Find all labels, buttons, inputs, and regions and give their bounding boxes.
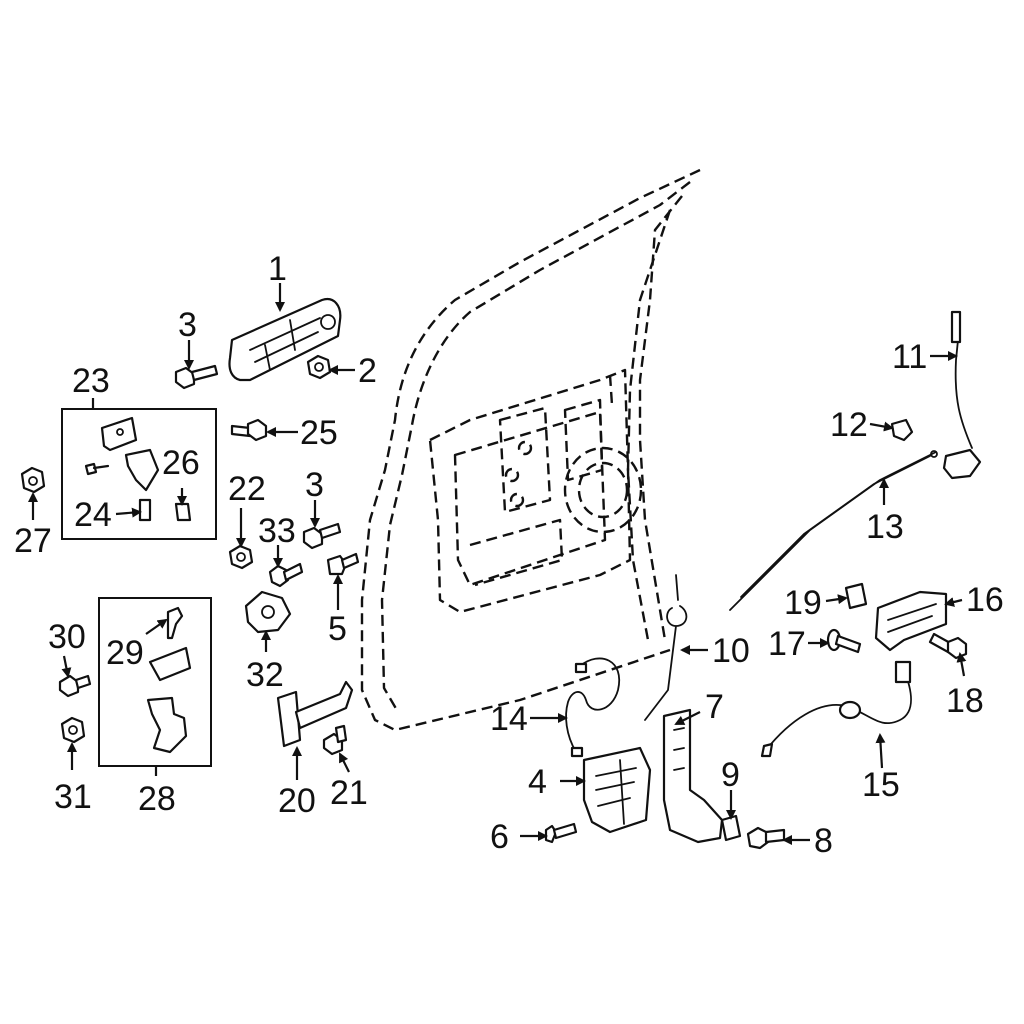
callout-17: 17 [768,625,806,663]
nut-part [60,716,86,744]
callout-3: 3 [178,306,197,344]
callout-4: 4 [528,763,547,801]
callout-13: 13 [866,508,904,546]
callout-10: 10 [712,632,750,670]
callout-8: 8 [814,822,833,860]
callout-3: 3 [305,466,324,504]
callout-23: 23 [72,362,110,400]
rod-part [729,450,938,611]
bolt-part [322,724,348,756]
callout-20: 20 [278,782,316,820]
latch-part [582,746,652,834]
clip-part [720,814,742,842]
callout-labels: 1 2 3 3 4 5 6 7 8 9 10 11 12 13 14 15 16… [14,250,1004,860]
bolt-part [230,418,268,442]
callout-16: 16 [966,581,1004,619]
bracket-part [244,590,292,634]
outside-handle-part [874,590,948,652]
rod-part [644,574,688,721]
callout-9: 9 [721,756,740,794]
leader-lines [28,283,967,845]
callout-29: 29 [106,634,144,672]
hinge-bracket-part [84,416,192,522]
callout-21: 21 [330,774,368,812]
callout-12: 12 [830,406,868,444]
hinge-kit-box [61,408,217,540]
callout-27: 27 [14,522,52,560]
nut-part [20,466,46,494]
callout-28: 28 [138,780,176,818]
callout-14: 14 [490,700,528,738]
clip-part [890,418,914,442]
callout-26: 26 [162,444,200,482]
callout-11: 11 [892,338,927,376]
screw-part [544,822,578,844]
callout-7: 7 [705,688,724,726]
cable-part [760,660,912,758]
callout-32: 32 [246,656,284,694]
stud-part [268,562,304,588]
nut-part [306,354,332,380]
callout-6: 6 [490,818,509,856]
callout-30: 30 [48,618,86,656]
screw-part [826,628,862,654]
bolt-part [746,826,786,850]
bolt-part [58,674,92,698]
bolt-part [174,364,219,390]
callout-1: 1 [268,250,287,288]
callout-2: 2 [358,352,377,390]
callout-33: 33 [258,512,296,550]
door-check-part [276,680,354,748]
nut-part [228,544,254,570]
clip-part [844,582,868,610]
callout-18: 18 [946,682,984,720]
hinge-lower-part [146,606,192,754]
wiring-part [565,657,621,758]
callout-22: 22 [228,470,266,508]
callout-15: 15 [862,766,900,804]
callout-31: 31 [54,778,92,816]
callout-5: 5 [328,610,347,648]
hinge-kit-box-lower [98,597,212,767]
callout-25: 25 [300,414,338,452]
rod-part [942,310,982,480]
clip-part [326,552,360,576]
callout-24: 24 [74,496,112,534]
inside-handle-part [228,298,342,382]
shield-part [662,708,724,844]
door-outline [360,168,701,732]
callout-19: 19 [784,584,822,622]
bolt-part [302,522,342,550]
